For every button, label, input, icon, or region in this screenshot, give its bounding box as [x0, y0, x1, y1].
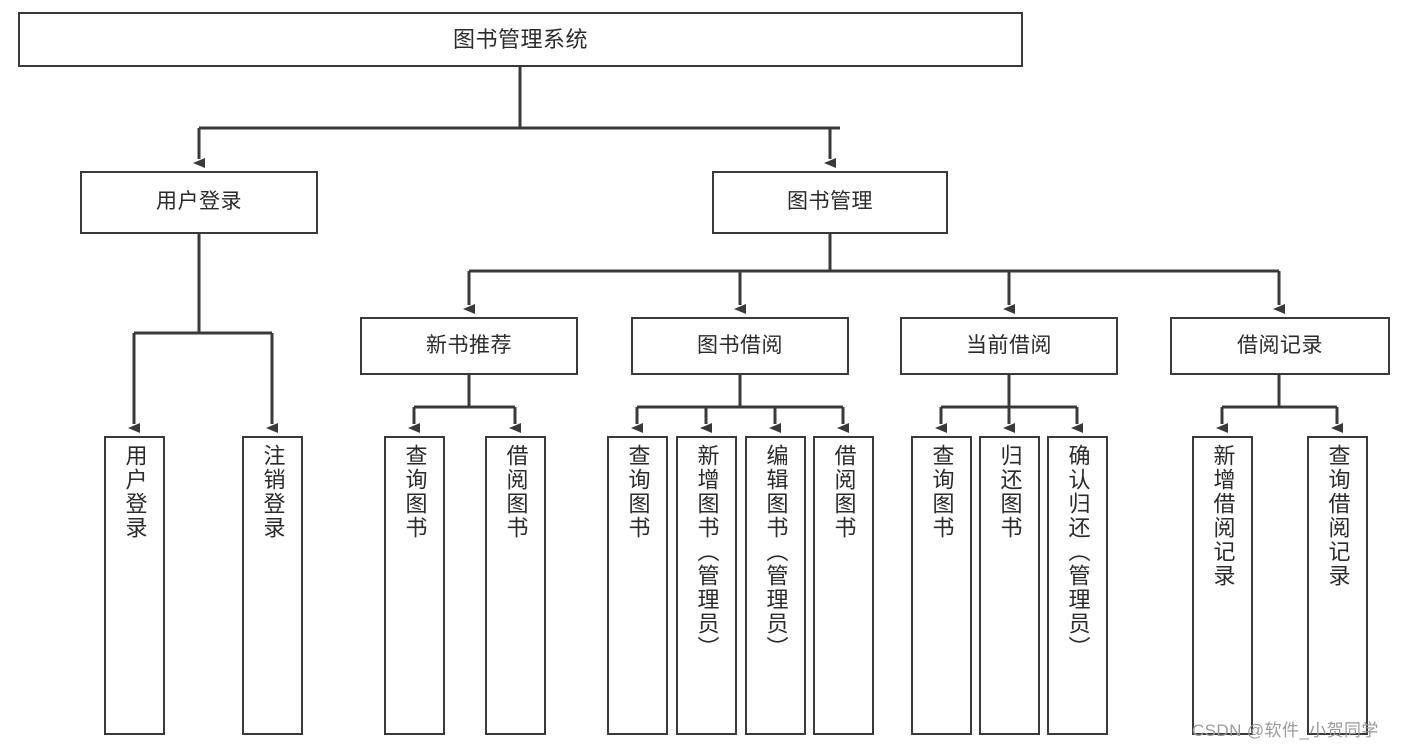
node-label: 查询图书 — [929, 444, 955, 540]
node-label: 当前借阅 — [966, 333, 1052, 357]
node-leaf-query-book-3[interactable]: 查询图书 — [911, 436, 972, 735]
node-label: 注销登录 — [260, 444, 286, 540]
node-label: 借阅图书 — [503, 444, 529, 540]
node-label: 新增借阅记录 — [1210, 444, 1236, 588]
node-book-manage[interactable]: 图书管理 — [712, 171, 948, 234]
node-borrow-record[interactable]: 借阅记录 — [1170, 317, 1390, 375]
node-leaf-add-borrow-record[interactable]: 新增借阅记录 — [1192, 436, 1253, 735]
node-leaf-query-book-2[interactable]: 查询图书 — [607, 436, 668, 735]
node-label: 确认归还（管理员） — [1065, 444, 1091, 660]
node-leaf-borrow-book-1[interactable]: 借阅图书 — [485, 436, 546, 735]
node-label: 图书借阅 — [697, 333, 783, 357]
node-leaf-edit-book[interactable]: 编辑图书（管理员） — [745, 436, 806, 735]
node-label: 编辑图书（管理员） — [763, 444, 789, 660]
node-leaf-query-book-1[interactable]: 查询图书 — [384, 436, 445, 735]
node-leaf-logout-login[interactable]: 注销登录 — [242, 436, 303, 735]
node-leaf-confirm-return[interactable]: 确认归还（管理员） — [1047, 436, 1108, 735]
node-label: 归还图书 — [997, 444, 1023, 540]
node-label: 借阅记录 — [1237, 333, 1323, 357]
node-label: 查询图书 — [625, 444, 651, 540]
node-book-management-system[interactable]: 图书管理系统 — [18, 12, 1023, 67]
node-leaf-query-borrow-record[interactable]: 查询借阅记录 — [1307, 436, 1368, 735]
watermark: CSDN @软件_小贺同学 — [1192, 721, 1379, 740]
node-label: 用户登录 — [156, 190, 242, 214]
node-current-borrow[interactable]: 当前借阅 — [900, 317, 1118, 375]
node-user-login[interactable]: 用户登录 — [80, 171, 318, 234]
node-leaf-add-book[interactable]: 新增图书（管理员） — [676, 436, 737, 735]
node-label: 新增图书（管理员） — [694, 444, 720, 660]
node-label: 借阅图书 — [831, 444, 857, 540]
node-book-borrow[interactable]: 图书借阅 — [631, 317, 849, 375]
node-label: 新书推荐 — [426, 333, 512, 357]
node-label: 图书管理系统 — [452, 26, 588, 52]
node-label: 查询借阅记录 — [1325, 444, 1351, 588]
node-leaf-borrow-book-2[interactable]: 借阅图书 — [813, 436, 874, 735]
node-new-book-recommend[interactable]: 新书推荐 — [360, 317, 578, 375]
node-label: 用户登录 — [122, 444, 148, 540]
node-label: 图书管理 — [787, 190, 873, 214]
node-leaf-return-book[interactable]: 归还图书 — [979, 436, 1040, 735]
node-label: 查询图书 — [402, 444, 428, 540]
node-leaf-user-login[interactable]: 用户登录 — [104, 436, 165, 735]
